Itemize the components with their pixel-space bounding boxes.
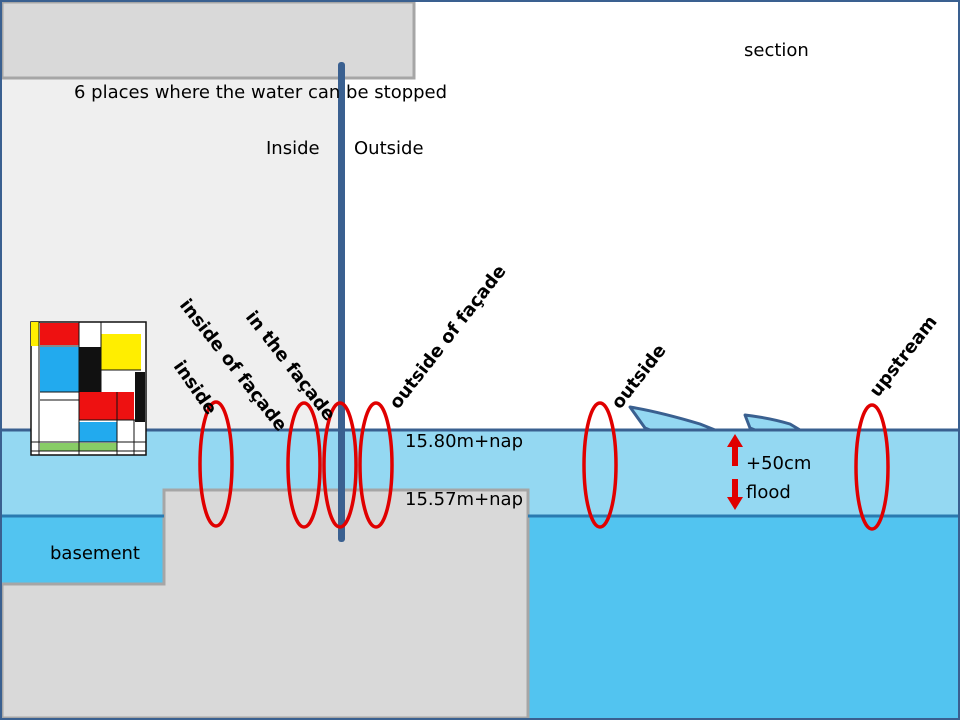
stop-marker-outside bbox=[582, 401, 618, 529]
wave-1 bbox=[628, 405, 717, 432]
stop-marker-inside bbox=[198, 400, 234, 528]
flood-amount-label: +50cm bbox=[746, 453, 811, 474]
basement-label: basement bbox=[50, 543, 140, 564]
outside-label: Outside bbox=[354, 138, 424, 159]
river-water bbox=[528, 516, 958, 718]
floor-level-label: 15.57m+nap bbox=[405, 489, 523, 510]
flood-arrows bbox=[727, 434, 743, 510]
wave-2 bbox=[743, 413, 802, 432]
arrow-down-icon bbox=[727, 479, 743, 510]
stop-marker-inside-of-facade bbox=[286, 401, 322, 529]
mondrian-painting bbox=[30, 321, 147, 456]
water-level-label: 15.80m+nap bbox=[405, 431, 523, 452]
diagram-title: 6 places where the water can be stopped bbox=[74, 82, 447, 103]
flood-label: flood bbox=[746, 482, 791, 503]
stop-marker-upstream bbox=[854, 403, 890, 531]
stop-marker-outside-of-facade bbox=[358, 401, 394, 529]
basement-water bbox=[2, 516, 164, 586]
inside-label: Inside bbox=[266, 138, 320, 159]
facade-wall bbox=[338, 62, 345, 542]
stop-marker-in-the-facade bbox=[322, 401, 358, 529]
section-label: section bbox=[744, 40, 809, 61]
upper-floor-slab bbox=[0, 0, 416, 80]
arrow-up-icon bbox=[727, 434, 743, 466]
